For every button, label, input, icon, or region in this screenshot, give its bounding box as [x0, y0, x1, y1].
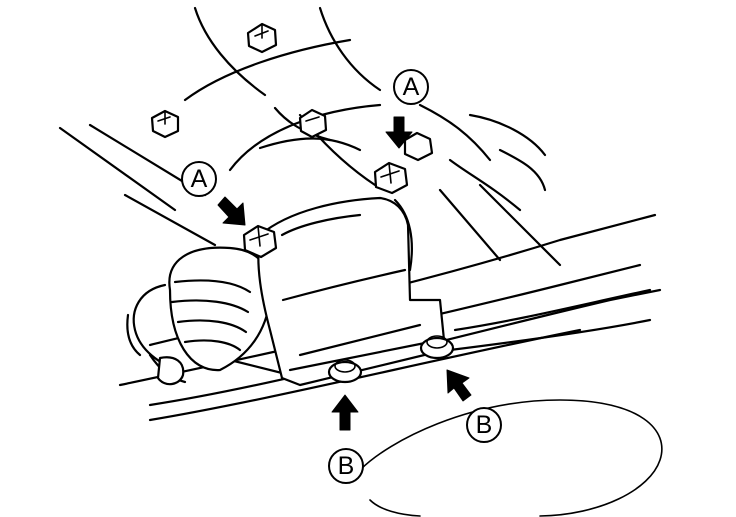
- exhaust-pipe: [126, 246, 273, 386]
- arrow-a-left: [217, 196, 246, 226]
- arrow-b-center: [331, 394, 359, 431]
- bolt-a-top: [373, 161, 409, 195]
- bolt-a-left: [242, 224, 278, 259]
- callout-b-right-label: B: [476, 411, 493, 439]
- callout-b-right: B: [466, 407, 502, 443]
- mounting-bracket: [257, 196, 447, 387]
- callout-a-left-label: A: [191, 165, 208, 193]
- callout-b-bottom-label: B: [338, 452, 355, 480]
- callout-b-leader: [359, 399, 663, 517]
- engine-bolt-heads: [150, 22, 434, 162]
- bolt-b-right: [419, 335, 455, 360]
- callout-a-top-label: A: [403, 73, 420, 101]
- callout-a-left: A: [181, 161, 217, 197]
- callout-b-bottom: B: [328, 448, 364, 484]
- arrow-b-right: [446, 369, 472, 402]
- callout-a-top: A: [393, 69, 429, 105]
- arrow-a-top: [385, 116, 413, 149]
- bolt-b-center: [327, 359, 363, 384]
- engine-block-outline: [58, 6, 562, 267]
